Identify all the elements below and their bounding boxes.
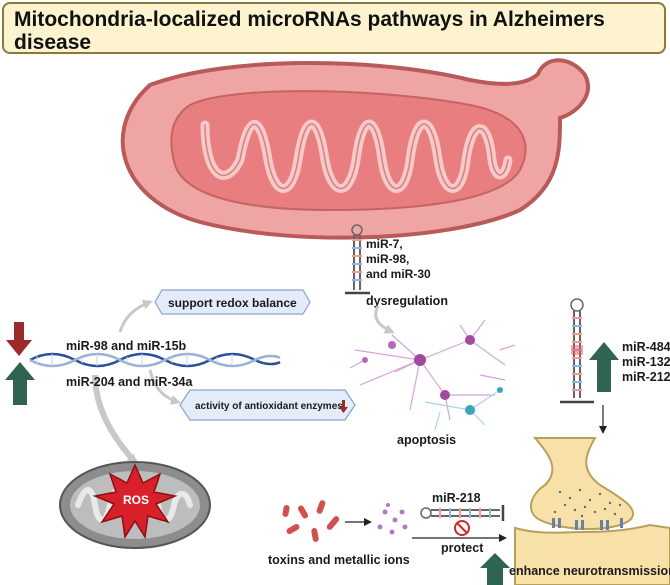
- mirna-dysreg-label-2: miR-98,: [366, 252, 409, 266]
- apoptosis-label: apoptosis: [397, 433, 456, 447]
- support-redox-box: [154, 289, 311, 315]
- enhance-label: enhance neurotransmission: [509, 564, 670, 578]
- mirna-dysreg-label-1: miR-7,: [366, 237, 403, 251]
- mirna-synapse-label-3: miR-212: [622, 370, 670, 384]
- mirna-hairpin-icon-3: [420, 505, 505, 521]
- mirna-up-label: miR-204 and miR-34a: [66, 375, 193, 389]
- dna-helix-icon: [29, 352, 281, 368]
- mirna-hairpin-icon-2: [560, 298, 594, 404]
- neuron-network-icon: [349, 319, 516, 431]
- toxins-label: toxins and metallic ions: [268, 553, 410, 567]
- synapse-icon: [514, 437, 670, 585]
- arrow-to-ros: [92, 374, 138, 465]
- antioxidant-box: [179, 389, 356, 421]
- antioxidant-label: activity of antioxidant enzymes: [195, 401, 343, 412]
- protect-label: protect: [441, 541, 484, 555]
- down-arrow-icon: [6, 322, 32, 356]
- small-down-arrow-icon: [339, 400, 348, 413]
- metallic-ions-icon: [377, 503, 408, 535]
- arrow-to-antioxidant: [148, 369, 181, 405]
- title-banner: Mitochondria-localized microRNAs pathway…: [2, 2, 666, 54]
- arrow-to-apoptosis: [374, 305, 395, 334]
- inhibit-icon: [454, 520, 470, 536]
- toxins-icon: [282, 500, 340, 542]
- ros-star-icon: [92, 463, 178, 540]
- ros-label: ROS: [123, 493, 149, 507]
- mirna-synapse-label-1: miR-484,: [622, 340, 670, 354]
- mirna-hairpin-icon: [345, 224, 370, 295]
- page-title: Mitochondria-localized microRNAs pathway…: [14, 8, 605, 54]
- mirna-synapse-label-2: miR-132,: [622, 355, 670, 369]
- mitochondrion-icon: [120, 58, 590, 240]
- mirna-down-label: miR-98 and miR-15b: [66, 339, 187, 353]
- dysregulation-label: dysregulation: [366, 294, 448, 308]
- up-arrow-icon-3: [480, 553, 510, 585]
- arrow-to-redox: [118, 299, 153, 333]
- mirna-dysreg-label-3: and miR-30: [366, 267, 431, 281]
- up-arrow-icon-2: [589, 342, 619, 392]
- support-redox-label: support redox balance: [168, 296, 297, 310]
- mir-218-label: miR-218: [432, 491, 481, 505]
- up-arrow-icon: [5, 362, 35, 405]
